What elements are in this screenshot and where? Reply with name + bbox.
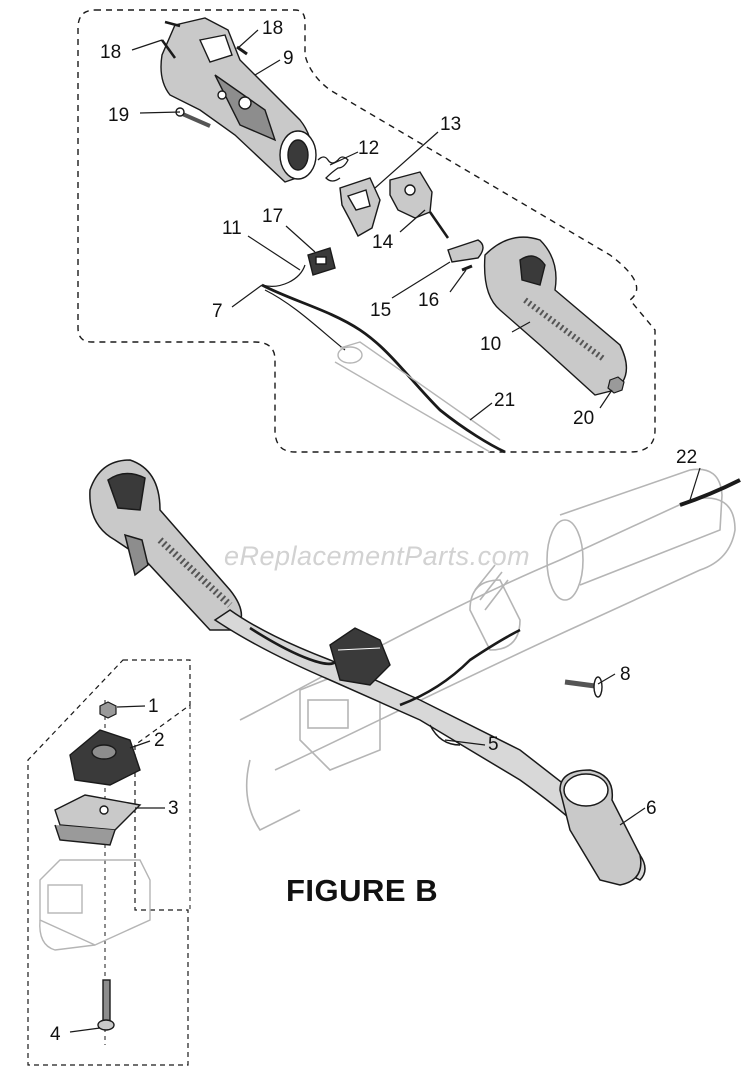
part-14-lockout bbox=[389, 171, 450, 239]
ghost-tube-end bbox=[546, 519, 584, 601]
callout-10: 10 bbox=[480, 334, 501, 355]
assembled-handle bbox=[89, 459, 243, 631]
part-2-knob bbox=[69, 729, 141, 786]
part-21-tube-ghost bbox=[334, 341, 501, 453]
wires-7-11-21 bbox=[261, 264, 506, 454]
callout-2: 2 bbox=[154, 730, 165, 751]
callout-21: 21 bbox=[494, 390, 515, 411]
ghost-clamp-block bbox=[469, 579, 521, 651]
callout-14: 14 bbox=[372, 232, 394, 253]
loop-bar-clamp-knob bbox=[329, 627, 391, 686]
callout-17: 17 bbox=[262, 206, 283, 227]
callout-22: 22 bbox=[676, 447, 697, 468]
part-13-trigger bbox=[339, 177, 381, 237]
part-12-spring bbox=[317, 156, 349, 182]
ghost-shaft bbox=[239, 497, 736, 771]
ghost-lower-tube bbox=[245, 759, 301, 832]
callout-16: 16 bbox=[418, 290, 439, 311]
callout-19: 19 bbox=[108, 105, 129, 126]
part-8-bolt bbox=[564, 676, 603, 698]
ghost-thread bbox=[474, 564, 509, 611]
part-6-end-cap bbox=[559, 769, 642, 886]
callout-12: 12 bbox=[358, 138, 379, 159]
callout-11: 11 bbox=[222, 218, 242, 239]
part-4-bolt bbox=[97, 979, 115, 1031]
callout-labels: 18 18 9 19 13 12 17 11 14 7 15 16 10 21 … bbox=[50, 18, 697, 1045]
figure-title: FIGURE B bbox=[286, 873, 439, 908]
part-16-pin bbox=[461, 264, 473, 272]
ghost-clamp-window bbox=[307, 699, 349, 729]
part-15-button bbox=[447, 239, 484, 263]
callout-15: 15 bbox=[370, 300, 391, 321]
part-10-handle bbox=[483, 236, 628, 396]
callout-8: 8 bbox=[620, 664, 631, 685]
callout-5: 5 bbox=[488, 734, 499, 755]
leader-lines bbox=[69, 29, 701, 1033]
lower-clamp-ghost bbox=[39, 859, 151, 951]
part-1-nut bbox=[99, 701, 117, 719]
callout-18-right: 18 bbox=[262, 18, 283, 39]
callout-20: 20 bbox=[573, 408, 594, 429]
callout-6: 6 bbox=[646, 798, 657, 819]
part-20-nut bbox=[607, 376, 625, 394]
part-9-housing bbox=[160, 17, 317, 183]
part-3-plate bbox=[54, 794, 142, 846]
callout-1: 1 bbox=[148, 696, 159, 717]
callout-3: 3 bbox=[168, 798, 179, 819]
callout-7: 7 bbox=[212, 301, 223, 322]
callout-4: 4 bbox=[50, 1024, 61, 1045]
part-17-connector bbox=[307, 247, 336, 276]
callout-13: 13 bbox=[440, 114, 461, 135]
ghost-upper-tube bbox=[559, 468, 723, 586]
upper-detail-boundary bbox=[77, 9, 656, 453]
lower-detail-boundary bbox=[27, 659, 191, 1066]
callout-9: 9 bbox=[283, 48, 294, 69]
callout-18-left: 18 bbox=[100, 42, 121, 63]
part-22-cable bbox=[679, 478, 741, 507]
watermark-text: eReplacementParts.com bbox=[224, 541, 531, 571]
